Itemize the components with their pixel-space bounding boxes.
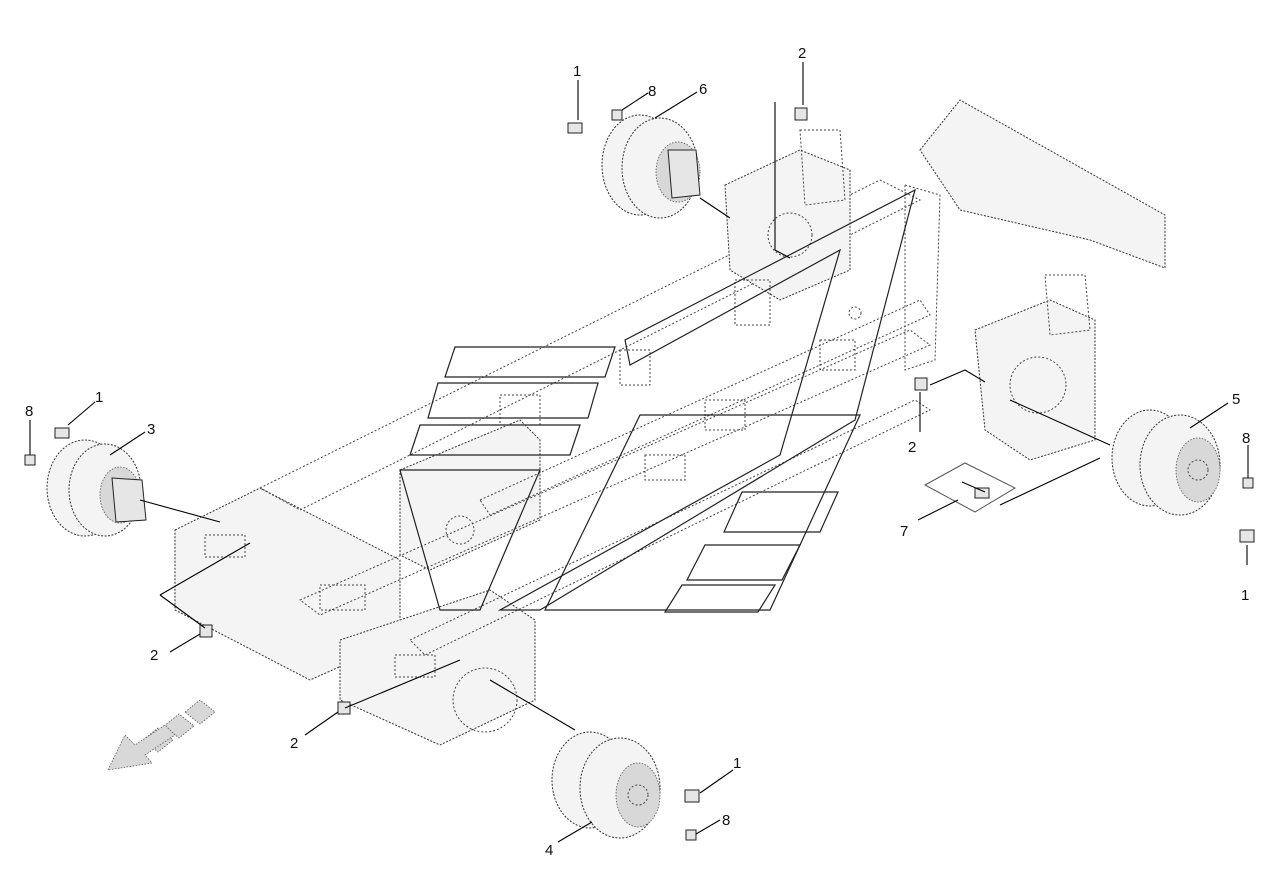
assembly-lines — [139, 102, 1111, 731]
brand-watermark-logo — [399, 188, 916, 613]
bolt-1-left — [54, 427, 70, 439]
upper-left-rail — [258, 179, 922, 511]
callout-label: 1 — [573, 63, 581, 80]
rear-bracket-b — [394, 654, 436, 678]
front-vertical-member — [904, 184, 941, 371]
callout-label: 5 — [1232, 391, 1240, 408]
front-left-tower — [724, 149, 851, 301]
front-left-bore — [767, 212, 813, 258]
callout-label: 8 — [25, 403, 33, 420]
mid-bracket-f — [644, 454, 686, 481]
callout-label: 1 — [95, 389, 103, 406]
callout-label: 7 — [900, 523, 908, 540]
center-rail — [479, 299, 931, 516]
front-plate — [919, 99, 1166, 269]
callout-label: 1 — [733, 755, 741, 772]
nut-2-top — [794, 107, 808, 121]
bolt-1-bottom — [684, 789, 700, 803]
hub-motor-4 — [551, 731, 661, 839]
nut-8-right — [1242, 477, 1254, 489]
nut-8-bottom — [685, 829, 697, 841]
callout-label: 2 — [798, 45, 806, 62]
callout-label: 8 — [722, 812, 730, 829]
front-direction-arrow-icon — [107, 699, 216, 771]
mid-bracket-d — [734, 279, 771, 326]
lower-right-rail — [409, 399, 932, 656]
fasteners — [24, 107, 1255, 841]
hub-motor-5 — [1111, 409, 1221, 516]
lower-left-rail — [299, 329, 931, 616]
callout-label: 6 — [699, 81, 707, 98]
mid-bracket-c — [619, 349, 651, 386]
callout-label: 8 — [1242, 430, 1250, 447]
rear-center-bore — [445, 515, 475, 545]
callout-label: 2 — [908, 439, 916, 456]
rear-axle-bore — [452, 667, 518, 733]
nut-8-left — [24, 454, 36, 466]
leader-lines — [29, 62, 1249, 843]
front-small-hole — [848, 306, 862, 320]
callout-label: 3 — [147, 421, 155, 438]
rear-axle-housing — [339, 589, 536, 746]
rear-bracket-c — [319, 584, 366, 611]
rear-center-block — [399, 419, 541, 571]
callout-label: 4 — [545, 842, 553, 859]
sensor-plate-7 — [923, 462, 1017, 513]
front-right-bore — [1009, 356, 1067, 414]
callout-label: 2 — [290, 735, 298, 752]
front-right-tower — [974, 299, 1096, 461]
callout-label: 8 — [648, 83, 656, 100]
nut-2-right — [914, 377, 928, 391]
hub-motor-6 — [601, 114, 701, 219]
hub-motor-3 — [46, 439, 147, 537]
bolt-1-right — [1239, 529, 1255, 543]
nut-2-bottom — [337, 701, 351, 715]
callout-labels: 1 8 6 2 8 1 3 2 5 8 7 1 2 2 1 8 4 — [25, 45, 1250, 859]
callout-label: 1 — [1241, 587, 1249, 604]
mid-bracket-e — [819, 339, 856, 371]
nut-8-top — [611, 109, 623, 121]
callout-label: 2 — [150, 647, 158, 664]
bolt-1-top — [567, 122, 583, 134]
chassis-frame — [174, 99, 1166, 746]
nut-2-left — [199, 624, 213, 638]
